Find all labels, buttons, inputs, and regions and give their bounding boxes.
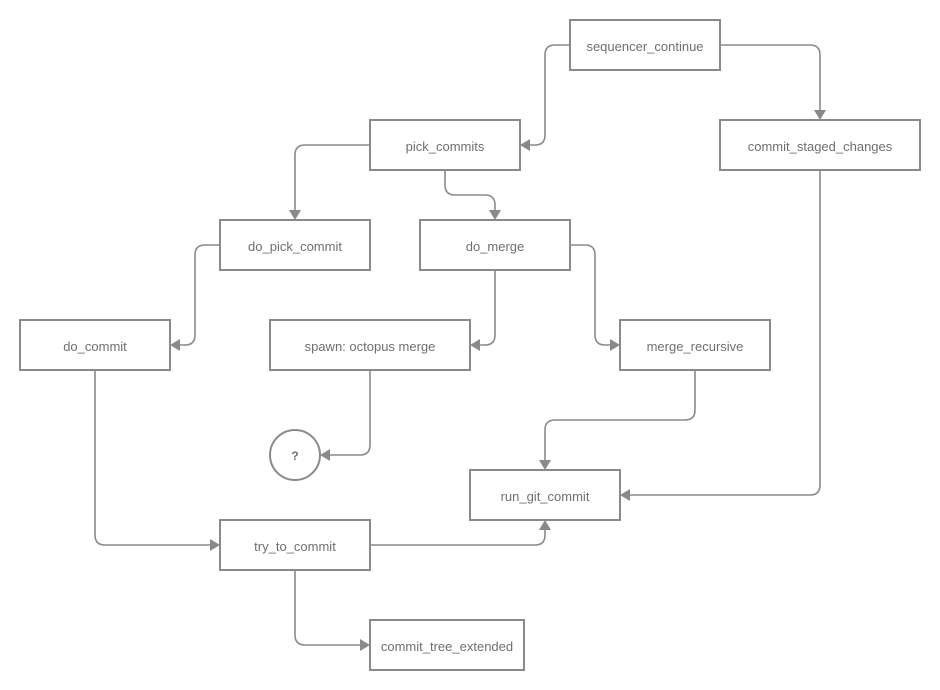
node-label: run_git_commit: [501, 489, 590, 504]
nodes: sequencer_continue pick_commits commit_s…: [19, 19, 921, 671]
node-sequencer_continue[interactable]: sequencer_continue: [569, 19, 721, 71]
edge-commit_staged_changes-to-run_git_commit: [620, 170, 821, 501]
edge-pick_commits-to-do_pick_commit: [289, 144, 370, 220]
edges: [94, 44, 826, 651]
node-commit_staged_changes[interactable]: commit_staged_changes: [719, 119, 921, 171]
edge-do_merge-to-spawn_octopus_merge: [470, 270, 496, 351]
edge-try_to_commit-to-run_git_commit: [370, 520, 551, 546]
node-label: commit_tree_extended: [381, 639, 513, 654]
node-label: spawn: octopus merge: [305, 339, 436, 354]
edge-pick_commits-to-do_merge: [444, 170, 501, 220]
node-commit_tree_extended[interactable]: commit_tree_extended: [369, 619, 525, 671]
node-label: do_pick_commit: [248, 239, 342, 254]
edge-do_commit-to-try_to_commit: [94, 370, 220, 551]
node-label: try_to_commit: [254, 539, 336, 554]
node-run_git_commit[interactable]: run_git_commit: [469, 469, 621, 521]
edge-do_pick_commit-to-do_commit: [170, 244, 220, 351]
node-do_commit[interactable]: do_commit: [19, 319, 171, 371]
edge-spawn_octopus_merge-to-unknown: [320, 370, 371, 461]
edge-sequencer_continue-to-pick_commits: [520, 44, 570, 151]
node-label: ?: [291, 449, 298, 463]
node-label: pick_commits: [406, 139, 485, 154]
node-unknown[interactable]: ?: [269, 429, 321, 481]
node-try_to_commit[interactable]: try_to_commit: [219, 519, 371, 571]
node-label: sequencer_continue: [586, 39, 703, 54]
node-label: do_commit: [63, 339, 127, 354]
node-label: commit_staged_changes: [748, 139, 893, 154]
edge-merge_recursive-to-run_git_commit: [539, 370, 696, 470]
node-do_pick_commit[interactable]: do_pick_commit: [219, 219, 371, 271]
node-do_merge[interactable]: do_merge: [419, 219, 571, 271]
node-label: merge_recursive: [647, 339, 744, 354]
edge-do_merge-to-merge_recursive: [570, 244, 620, 351]
node-pick_commits[interactable]: pick_commits: [369, 119, 521, 171]
node-label: do_merge: [466, 239, 525, 254]
node-spawn_octopus_merge[interactable]: spawn: octopus merge: [269, 319, 471, 371]
node-merge_recursive[interactable]: merge_recursive: [619, 319, 771, 371]
edge-sequencer_continue-to-commit_staged_changes: [720, 44, 826, 120]
edge-try_to_commit-to-commit_tree_extended: [294, 570, 370, 651]
